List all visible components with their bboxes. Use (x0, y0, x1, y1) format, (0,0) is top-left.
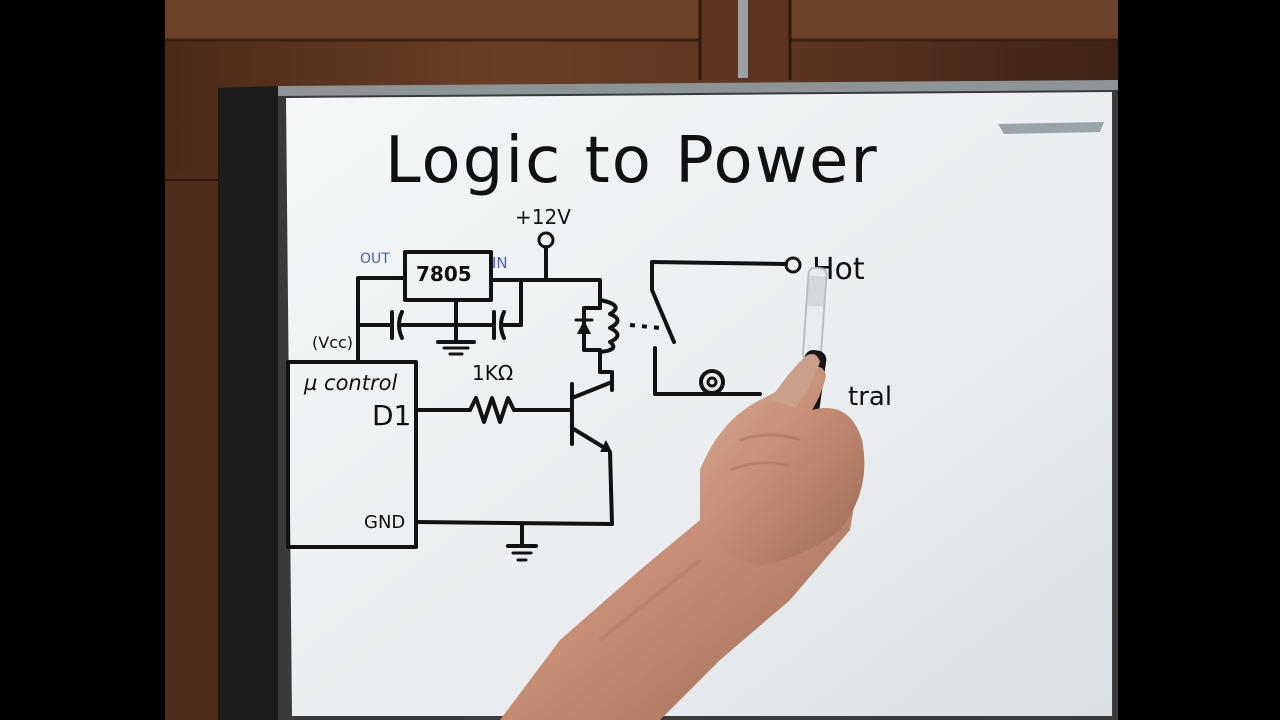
label-supply: +12V (515, 205, 571, 229)
board-title: Logic to Power (385, 124, 879, 198)
label-reg-in: IN (492, 254, 508, 272)
label-regulator: 7805 (416, 262, 472, 286)
letterbox-right (1118, 0, 1280, 720)
label-neutral: tral (848, 382, 892, 412)
label-d1: D1 (372, 399, 411, 432)
label-vcc: (Vcc) (312, 333, 353, 352)
microcontroller-box (286, 360, 418, 549)
label-reg-out: OUT (360, 251, 390, 267)
label-resistor: 1KΩ (472, 361, 513, 385)
hand-with-marker (500, 266, 865, 720)
circuit-diagram: +12V 7805 OUT IN (286, 205, 892, 562)
label-mcu: µ control (303, 371, 397, 395)
whiteboard (218, 80, 1118, 720)
letterbox-left (0, 0, 165, 720)
label-gnd: GND (364, 512, 405, 533)
